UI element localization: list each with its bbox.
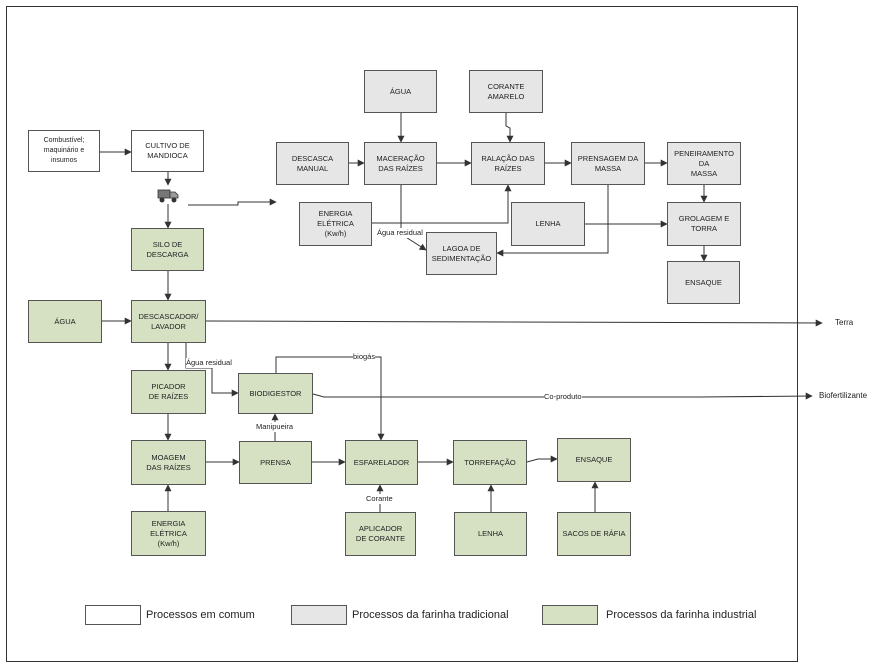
box-agua-industrial: ÁGUA [28,300,102,343]
output-terra: Terra [835,318,854,327]
box-biodigestor: BIODIGESTOR [238,373,313,414]
edge-coproduto [312,392,813,400]
box-lenha-tradicional: LENHA [511,202,585,246]
edge-torrefacao-ensaque [526,455,558,463]
output-biofertilizante: Biofertilizante [819,391,868,400]
box-aplicador-corante: APLICADOR DE CORANTE [345,512,416,556]
legend-swatch-traditional [291,605,347,625]
box-lenha-industrial: LENHA [454,512,527,556]
label-agua-residual-industrial: Água residual [186,358,232,368]
label-manipueira: Manipueira [256,422,294,432]
box-torrefacao: TORREFAÇÃO [453,440,527,485]
box-cultivo-mandioca: CULTIVO DE MANDIOCA [131,130,204,172]
box-corante-amarelo: CORANTE AMARELO [469,70,543,113]
edge-maceracao-lagoa [400,185,427,251]
diagram-frame [6,6,798,662]
legend-label-common: Processos em comum [146,609,255,621]
legend-swatch-common [85,605,141,625]
box-ensaque-industrial: ENSAQUE [557,438,631,482]
label-agua-residual-tradicional: Água residual [377,228,423,238]
label-coproduto: Co-produto [544,392,582,402]
truck-icon [157,186,179,204]
label-corante: Corante [366,494,393,504]
box-prensa: PRENSA [239,441,312,484]
edge-descascador-terra [205,319,823,327]
label-biogas: biogás [353,352,376,362]
box-descascador-lavador: DESCASCADOR/ LAVADOR [131,300,206,343]
box-combustivel: Combustível; maquinário e insumos [28,130,100,172]
box-moagem-raizes: MOAGEM DAS RAÍZES [131,440,206,485]
edge-corante-ralacao [505,113,514,143]
box-picador-raizes: PICADOR DE RAÍZES [131,370,206,414]
box-energia-eletrica-tradicional: ENERGIA ELÉTRICA (Kw/h) [299,202,372,246]
box-silo-descarga: SILO DE DESCARGA [131,228,204,271]
legend-label-industrial: Processos da farinha industrial [606,609,757,621]
box-ralacao-raizes: RALAÇÃO DAS RAÍZES [471,142,545,185]
box-ensaque-tradicional: ENSAQUE [667,261,740,304]
edge-prensagem-lagoa [496,185,609,257]
box-grolagem-torra: GROLAGEM E TORRA [667,202,741,246]
box-sacos-rafia: SACOS DE RÁFIA [557,512,631,556]
box-energia-eletrica-industrial: ENERGIA ELÉTRICA (Kw/h) [131,511,206,556]
legend-swatch-industrial [542,605,598,625]
box-agua-tradicional: ÁGUA [364,70,437,113]
edge-biogas [275,356,385,441]
legend-label-traditional: Processos da farinha tradicional [352,609,509,621]
box-peneiramento-massa: PENEIRAMENTO DA MASSA [667,142,741,185]
box-descasca-manual: DESCASCA MANUAL [276,142,349,185]
box-lagoa-sedimentacao: LAGOA DE SEDIMENTAÇÃO [426,232,497,275]
box-prensagem-massa: PRENSAGEM DA MASSA [571,142,645,185]
box-maceracao-raizes: MACERAÇÃO DAS RAÍZES [364,142,437,185]
box-esfarelador: ESFARELADOR [345,440,418,485]
edge-energia-ralacao [372,184,512,224]
edge-truck-descasca [188,198,277,206]
